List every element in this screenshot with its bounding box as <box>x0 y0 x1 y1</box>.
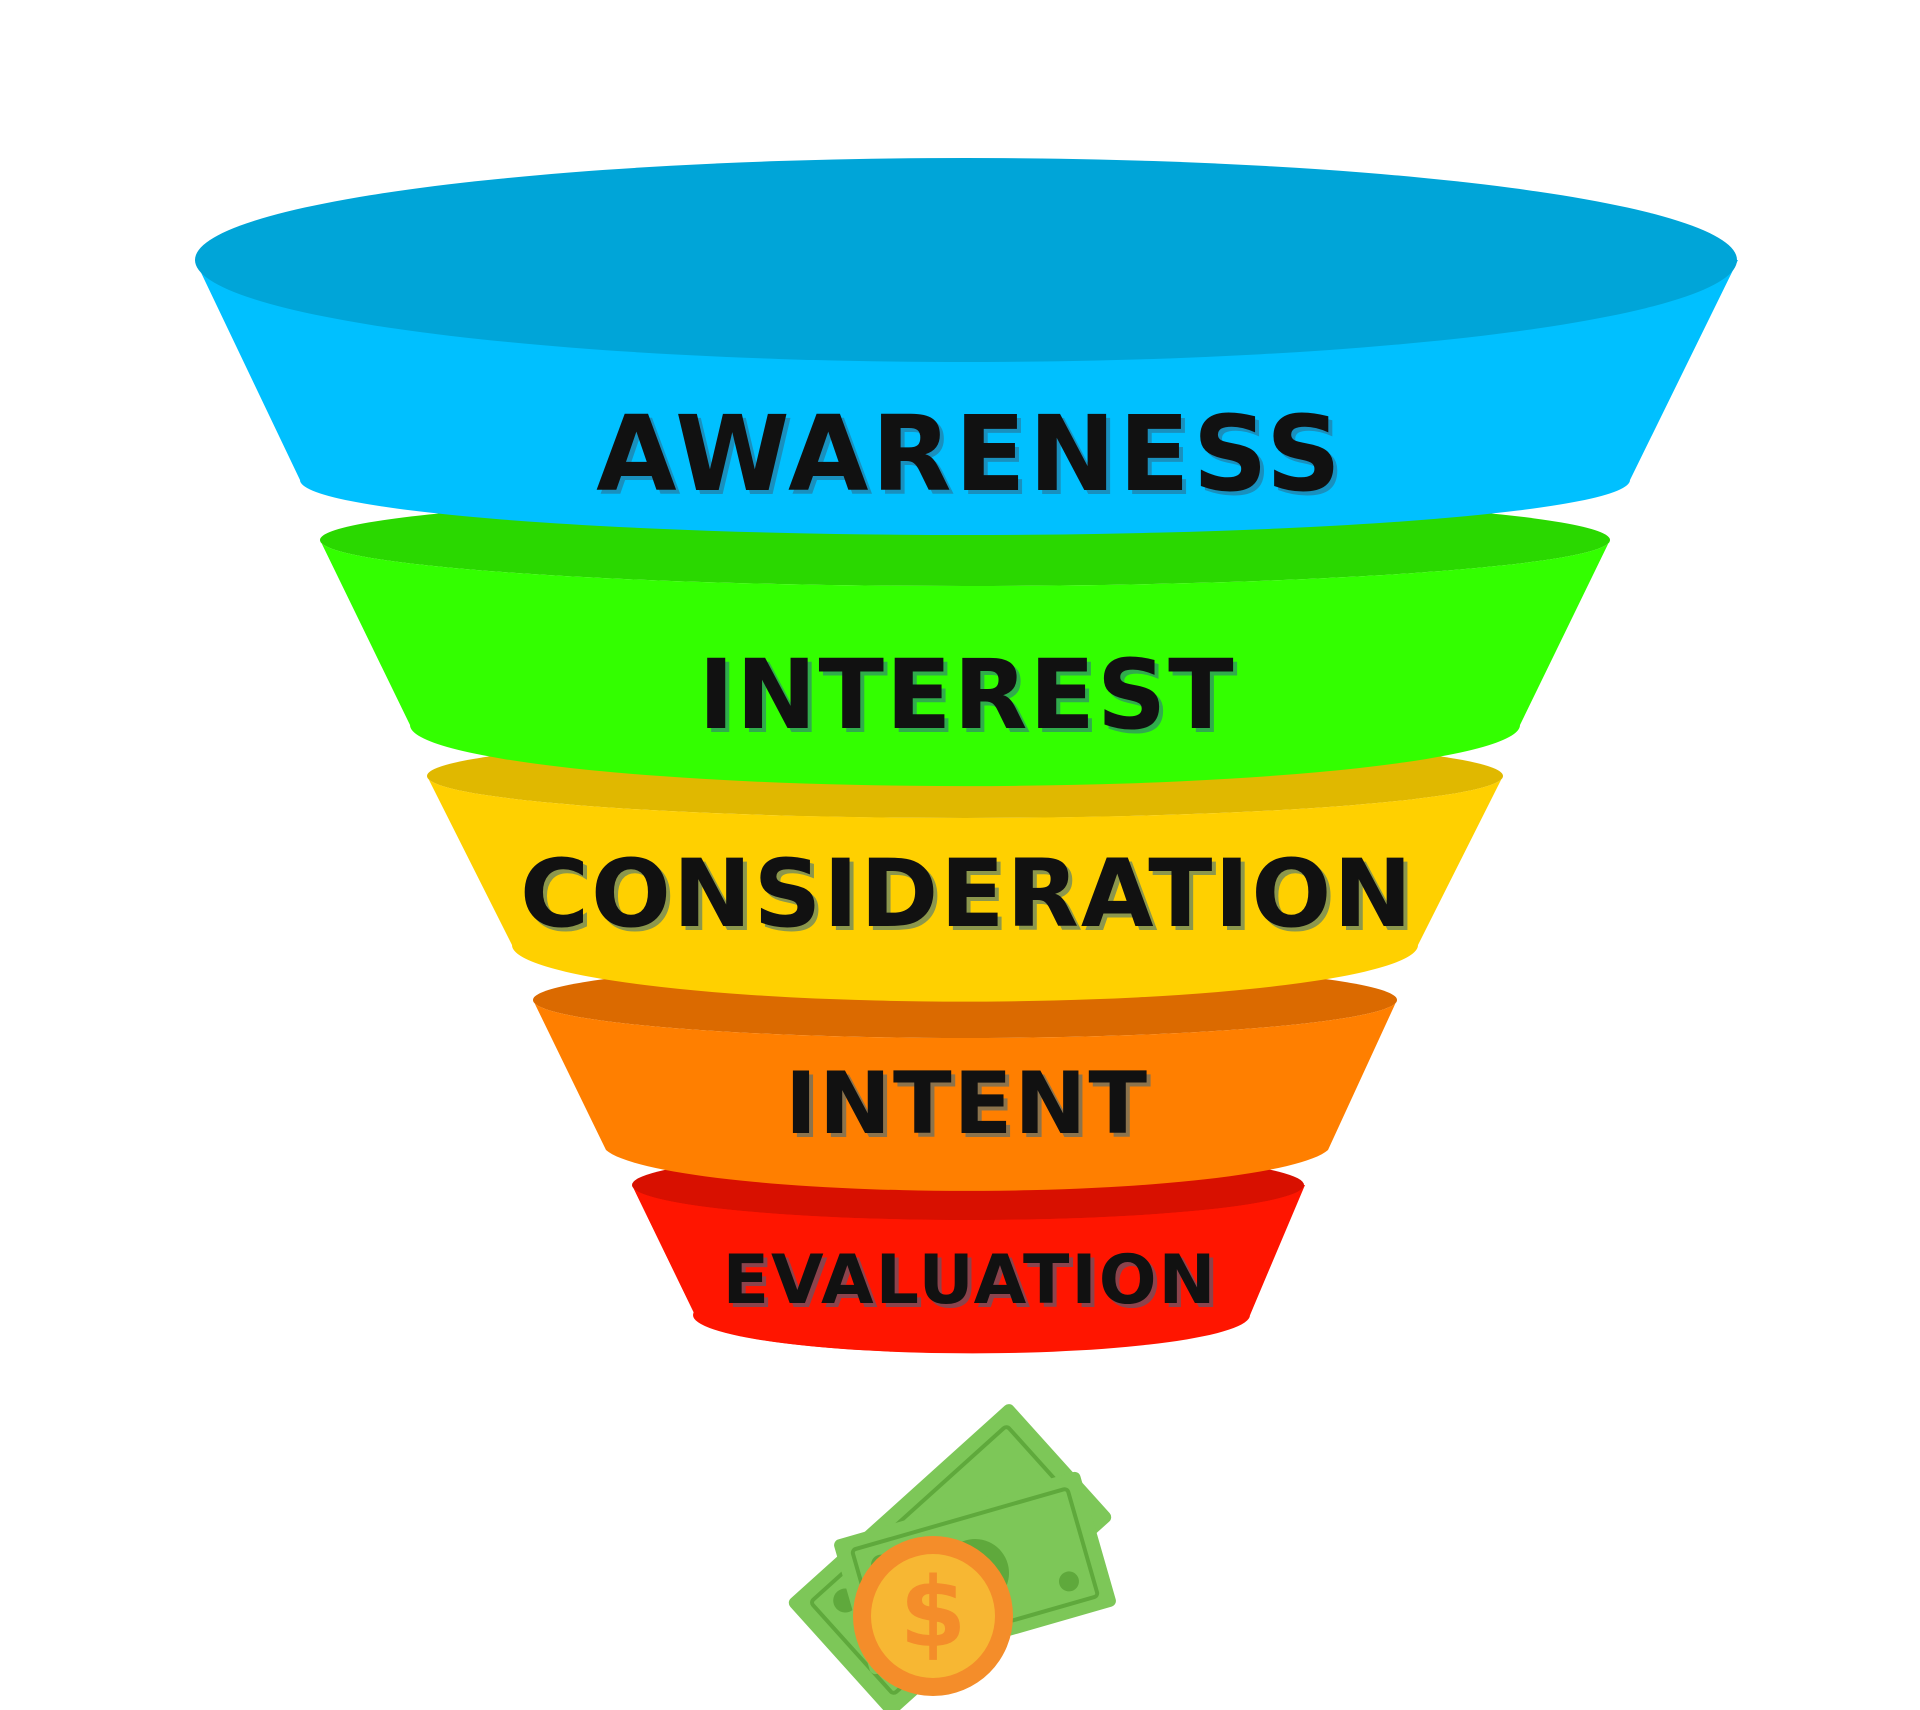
funnel-stage-awareness-label: AWARENESS <box>596 393 1344 515</box>
funnel-stage-interest: INTEREST INTEREST <box>320 494 1610 787</box>
coin-icon: $ <box>853 1536 1013 1696</box>
svg-text:INTEREST: INTEREST <box>702 643 1239 755</box>
funnel-stage-evaluation-label: EVALUATION <box>723 1241 1218 1320</box>
svg-text:AWARENESS: AWARENESS <box>600 397 1348 519</box>
svg-text:$: $ <box>900 1557 967 1669</box>
funnel-stage-intent-label: INTENT <box>785 1054 1149 1154</box>
svg-text:EVALUATION: EVALUATION <box>727 1245 1222 1324</box>
svg-text:CONSIDERATION: CONSIDERATION <box>524 844 1418 953</box>
money-icon: $ <box>788 1404 1116 1710</box>
funnel-stage-evaluation-shadow: EVALUATION <box>727 1245 1222 1324</box>
svg-text:INTEREST: INTEREST <box>698 639 1235 751</box>
funnel-stage-awareness: AWARENESS AWARENESS <box>195 158 1738 535</box>
funnel-stage-interest-shadow: INTEREST <box>702 643 1239 755</box>
svg-text:CONSIDERATION: CONSIDERATION <box>520 840 1414 949</box>
funnel-stage-evaluation: EVALUATION EVALUATION <box>632 1150 1305 1354</box>
coin-dollar-symbol: $ <box>900 1557 967 1669</box>
funnel-stage-consideration-shadow: CONSIDERATION <box>524 844 1418 953</box>
funnel-stage-intent-shadow: INTENT <box>789 1058 1153 1158</box>
svg-text:EVALUATION: EVALUATION <box>723 1241 1218 1320</box>
svg-text:INTENT: INTENT <box>789 1058 1153 1158</box>
funnel-stage-awareness-shadow: AWARENESS <box>600 397 1348 519</box>
funnel-stage-consideration-label: CONSIDERATION <box>520 840 1414 949</box>
svg-text:INTENT: INTENT <box>785 1054 1149 1154</box>
svg-text:AWARENESS: AWARENESS <box>596 393 1344 515</box>
funnel-stage-interest-label: INTEREST <box>698 639 1235 751</box>
